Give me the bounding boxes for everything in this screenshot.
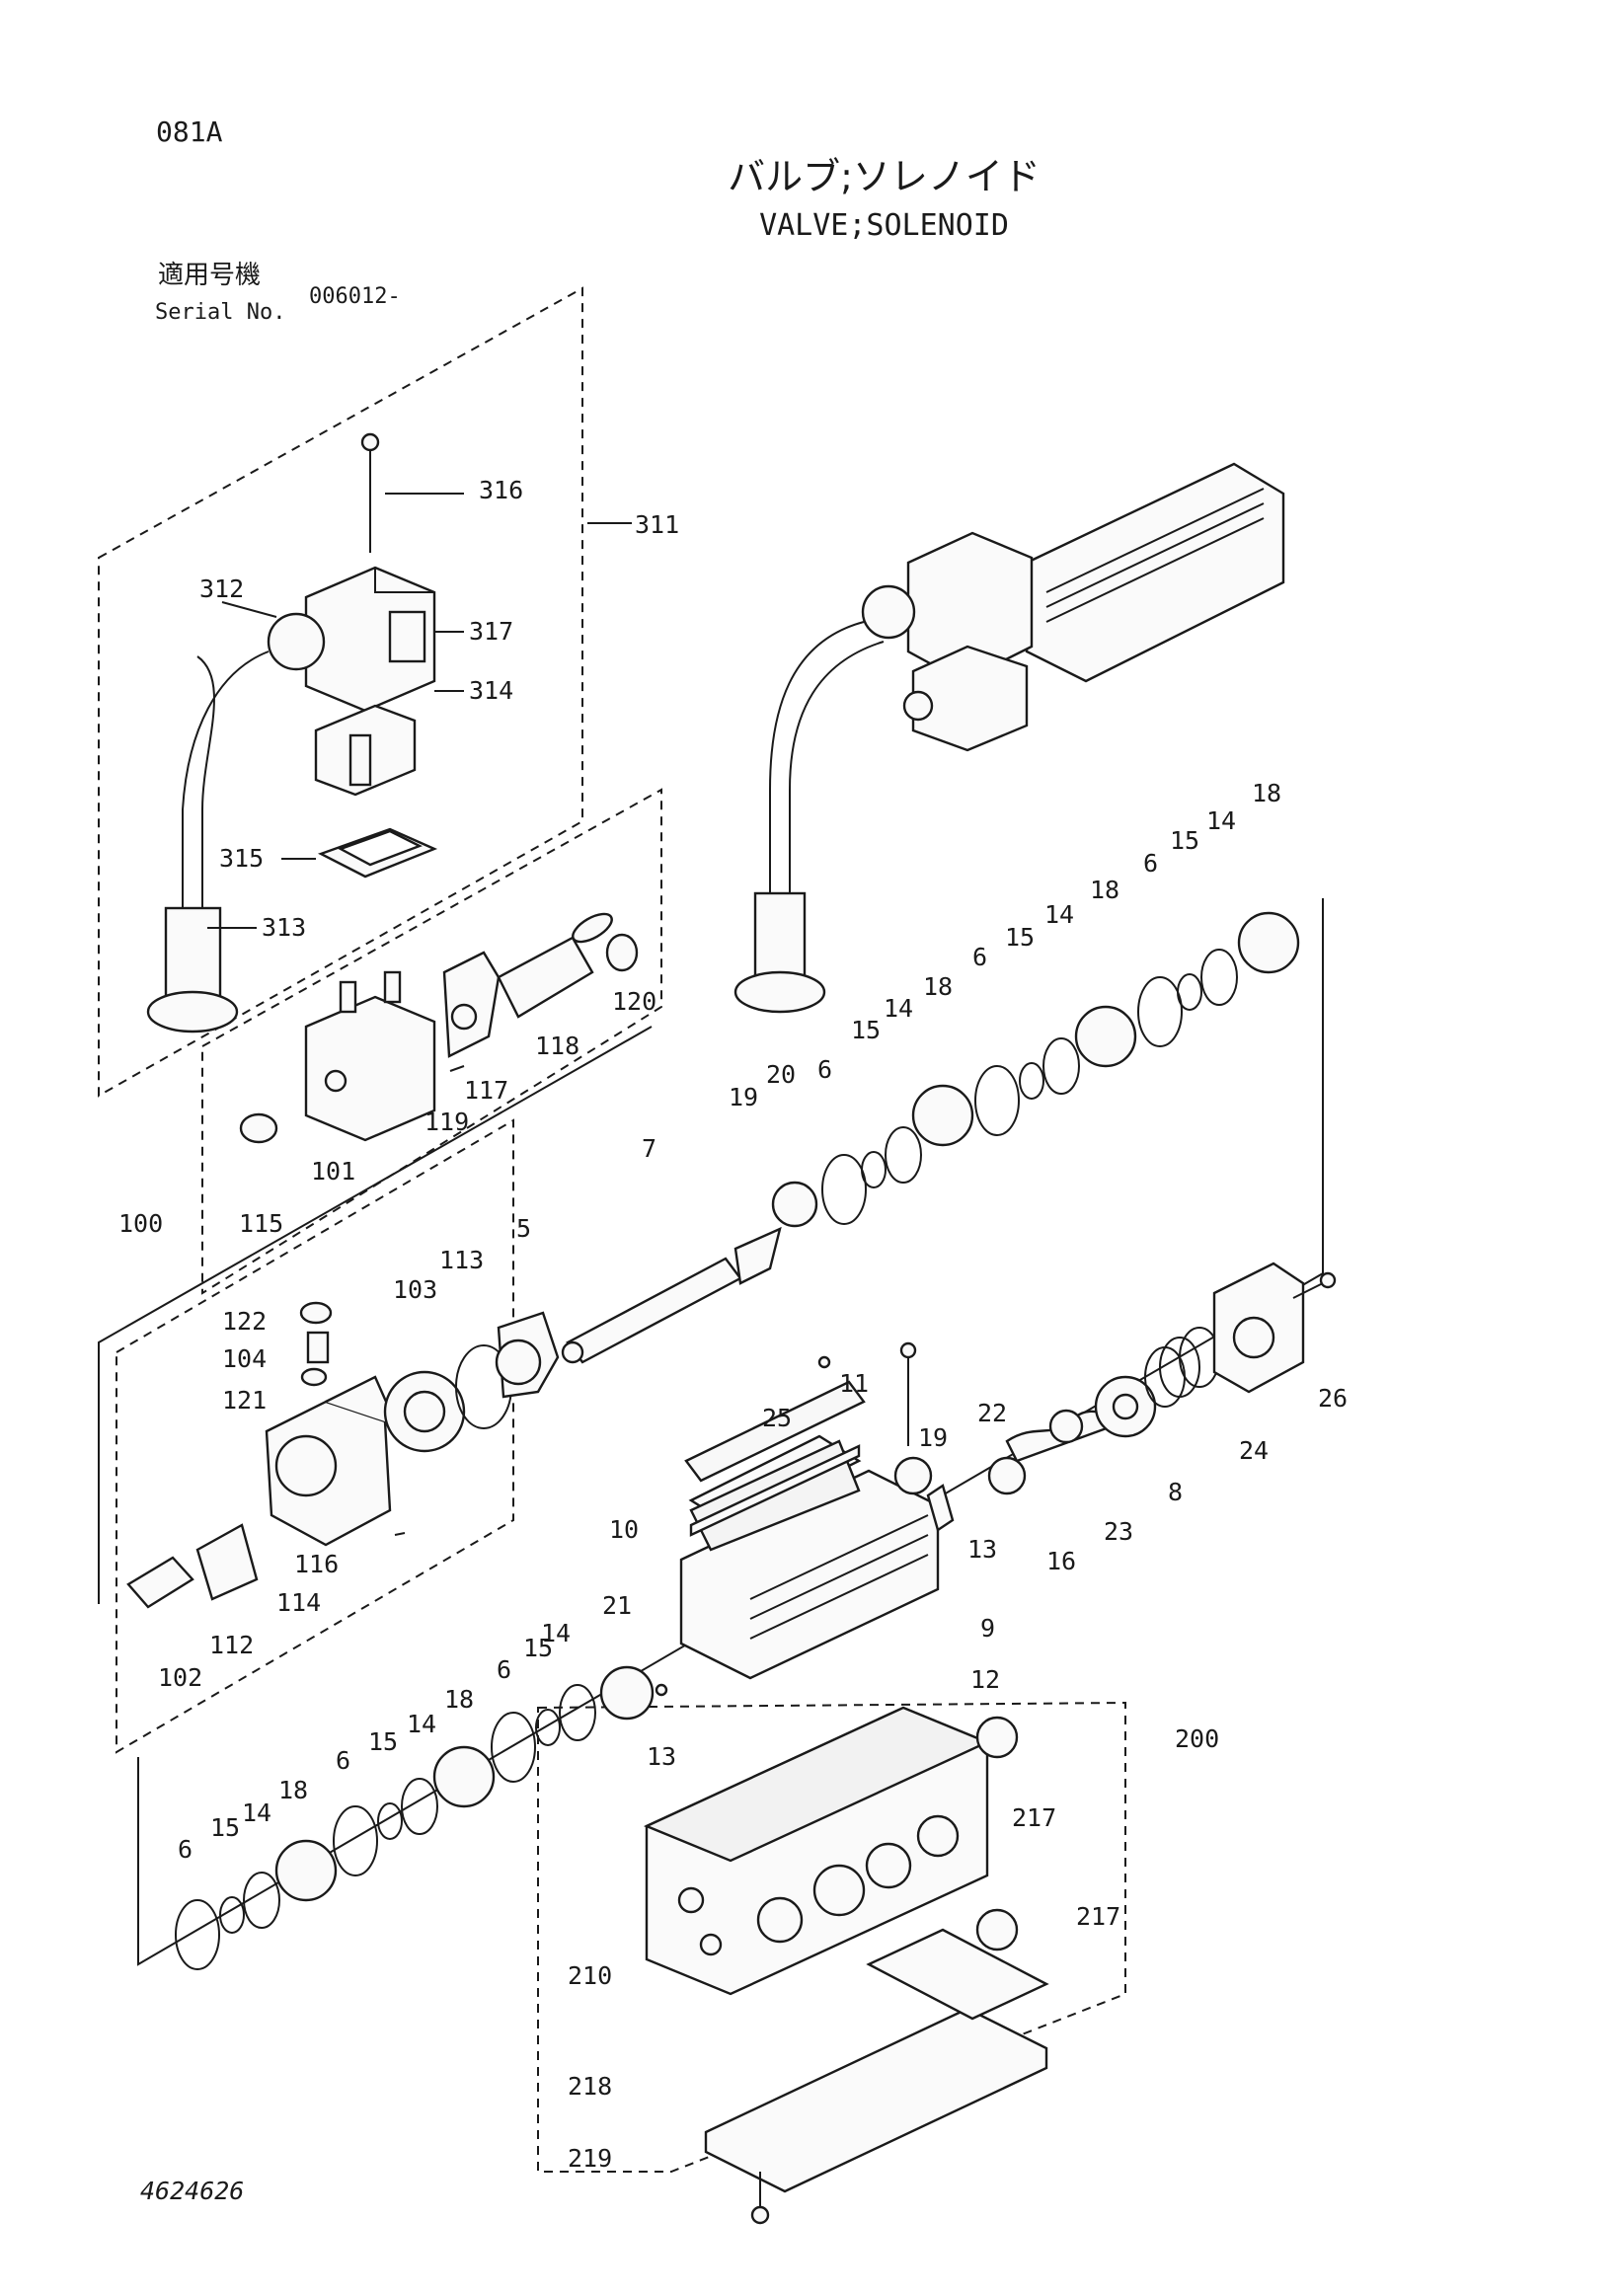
callout-18: 18	[923, 972, 953, 1001]
callout-5: 5	[516, 1214, 531, 1243]
document-number: 4624626	[140, 2177, 245, 2205]
callout-314: 314	[469, 676, 513, 705]
callout-19b: 19	[918, 1423, 948, 1452]
callout-104: 104	[222, 1344, 267, 1373]
callout-18d: 18	[444, 1685, 474, 1714]
boundary-100-upper	[201, 788, 662, 1295]
callout-217b: 217	[1076, 1902, 1120, 1931]
serial-label-japanese: 適用号機	[158, 261, 262, 290]
callout-121: 121	[222, 1386, 267, 1415]
callout-labels: 316 311 312 317 314 315 313 118 120 117 …	[118, 476, 1348, 2173]
solenoid-cable-assembly	[146, 432, 438, 1033]
callout-218: 218	[568, 2072, 612, 2101]
callout-15c: 15	[1170, 826, 1199, 855]
callout-316: 316	[479, 476, 523, 504]
callout-18c: 18	[1252, 779, 1281, 807]
callout-22: 22	[977, 1399, 1007, 1427]
page-code: 081A	[156, 115, 223, 148]
callout-18e: 18	[278, 1776, 308, 1804]
callout-200: 200	[1175, 1724, 1219, 1753]
manual-override-group	[126, 1301, 560, 1609]
callout-6b: 6	[972, 943, 987, 971]
callout-217: 217	[1012, 1803, 1056, 1832]
solenoid-body	[239, 912, 639, 1144]
valve-body	[679, 1262, 1337, 1680]
callout-24: 24	[1239, 1436, 1269, 1465]
callout-9: 9	[980, 1614, 995, 1643]
callout-122: 122	[222, 1307, 267, 1336]
callout-6e: 6	[336, 1746, 350, 1775]
callout-15f: 15	[210, 1813, 240, 1842]
callout-15d: 15	[523, 1634, 553, 1662]
callout-102: 102	[158, 1663, 202, 1692]
callout-14d: 14	[541, 1619, 571, 1647]
callout-119: 119	[424, 1108, 469, 1136]
callout-14e: 14	[407, 1710, 436, 1738]
serial-label-english: Serial No.	[155, 300, 286, 325]
callout-114: 114	[276, 1588, 321, 1617]
callout-6d: 6	[497, 1655, 511, 1684]
callout-117: 117	[464, 1076, 508, 1105]
callout-6: 6	[817, 1055, 832, 1084]
callout-14: 14	[884, 994, 913, 1023]
callout-113: 113	[439, 1246, 484, 1274]
callout-11: 11	[839, 1369, 869, 1398]
callout-23: 23	[1104, 1517, 1133, 1546]
callout-26: 26	[1318, 1384, 1348, 1413]
callout-315: 315	[219, 844, 264, 873]
callout-15: 15	[851, 1016, 881, 1044]
callout-14c: 14	[1206, 806, 1236, 835]
callout-311: 311	[635, 510, 679, 539]
callout-120: 120	[612, 987, 656, 1016]
boundary-100-left	[98, 1026, 653, 1604]
callout-19: 19	[729, 1083, 758, 1111]
callout-20: 20	[766, 1060, 796, 1089]
title-english: VALVE;SOLENOID	[759, 208, 1009, 243]
callout-313: 313	[262, 913, 306, 942]
callout-103: 103	[393, 1275, 437, 1304]
callout-21: 21	[602, 1591, 632, 1620]
callout-6f: 6	[178, 1835, 193, 1864]
callout-13b: 13	[647, 1742, 676, 1771]
callout-118: 118	[535, 1032, 579, 1060]
boundary-100-lower	[116, 1118, 514, 1754]
callout-12: 12	[970, 1665, 1000, 1694]
callout-100: 100	[118, 1209, 163, 1238]
callout-25: 25	[762, 1404, 792, 1432]
callout-317: 317	[469, 617, 513, 646]
callout-15b: 15	[1005, 923, 1035, 952]
callout-16: 16	[1046, 1547, 1076, 1575]
callout-210: 210	[568, 1961, 612, 1990]
boundary-311	[98, 286, 583, 1098]
base-manifold	[644, 1706, 1049, 2225]
callout-116: 116	[294, 1550, 339, 1578]
callout-312: 312	[199, 574, 244, 603]
callout-15e: 15	[368, 1727, 398, 1756]
callout-14b: 14	[1044, 900, 1074, 929]
callout-115: 115	[239, 1209, 283, 1238]
leader-lines	[207, 493, 632, 929]
callout-6c: 6	[1143, 849, 1158, 878]
callout-13: 13	[967, 1535, 997, 1564]
callout-10: 10	[609, 1515, 639, 1544]
title-japanese: バルブ;ソレノイド	[728, 155, 1041, 198]
callout-101: 101	[311, 1157, 355, 1186]
callout-112: 112	[209, 1631, 254, 1659]
callout-14f: 14	[242, 1799, 271, 1827]
callout-7: 7	[642, 1134, 656, 1163]
callout-8: 8	[1168, 1478, 1183, 1506]
assembled-valve	[733, 462, 1285, 1014]
callout-18b: 18	[1090, 876, 1119, 904]
spool-and-seals	[561, 911, 1300, 1364]
serial-number-value: 006012-	[309, 284, 401, 309]
callout-219: 219	[568, 2144, 612, 2173]
lower-seals	[175, 1665, 668, 1970]
